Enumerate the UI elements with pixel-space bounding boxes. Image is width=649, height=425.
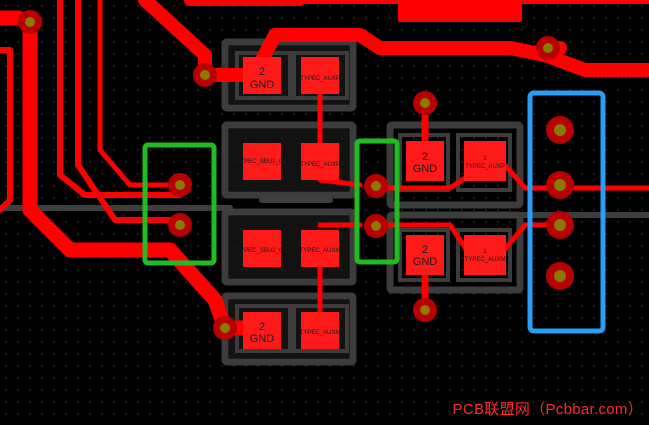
pin-number: 2 bbox=[259, 321, 265, 333]
pad-right-upper-auxp bbox=[464, 141, 506, 181]
pin-number: 2 bbox=[422, 244, 428, 256]
highlight-box-green-left bbox=[142, 142, 217, 266]
net-name: GND bbox=[250, 79, 275, 91]
via bbox=[364, 214, 388, 238]
net-name: TYPEC_AUXP bbox=[300, 76, 340, 82]
smd-pads bbox=[243, 57, 506, 349]
pad-mid-auxp bbox=[301, 143, 339, 180]
via bbox=[168, 213, 192, 237]
net-name: TYPEC_AUXP bbox=[300, 162, 340, 168]
net-name: TYPEC_AUXM bbox=[300, 248, 341, 254]
net-name: TYPEC_AUXM bbox=[300, 330, 341, 336]
pad-mid-sbu2 bbox=[243, 230, 281, 267]
net-name: GND bbox=[413, 256, 438, 268]
net-name: TYPEC_AUXM bbox=[465, 257, 506, 263]
pad-top-gnd bbox=[243, 57, 281, 94]
connector-pin bbox=[546, 262, 574, 290]
via bbox=[18, 10, 42, 34]
pad-right-upper-gnd bbox=[406, 141, 444, 181]
via bbox=[168, 173, 192, 197]
net-name: TYPEC_SBU2_CC bbox=[236, 248, 288, 254]
pad-bot-gnd bbox=[243, 312, 281, 349]
net-name: TYPEC_AUXP bbox=[465, 164, 505, 170]
pad-right-lower-auxm bbox=[464, 235, 506, 275]
pin-number: 1 bbox=[483, 249, 487, 255]
pin-number: 2 bbox=[259, 66, 265, 78]
pad-mid-sbu1 bbox=[243, 143, 281, 180]
connector-pin bbox=[546, 116, 574, 144]
pad-labels: 2 GND TYPEC_AUXP TYPEC_SBU1_CC TYPEC_AUX… bbox=[236, 66, 505, 345]
via bbox=[364, 174, 388, 198]
via bbox=[413, 298, 437, 322]
pad-bot-auxm bbox=[301, 312, 339, 349]
pin-number: 1 bbox=[483, 156, 487, 162]
net-name: TYPEC_SBU1_CC bbox=[236, 159, 288, 165]
highlight-box-blue-connector bbox=[527, 90, 606, 334]
connector-pin bbox=[546, 171, 574, 199]
via bbox=[413, 91, 437, 115]
pad-right-lower-gnd bbox=[406, 235, 444, 275]
vias[interactable] bbox=[18, 10, 574, 340]
via bbox=[213, 316, 237, 340]
via bbox=[193, 63, 217, 87]
net-name: GND bbox=[413, 163, 438, 175]
pad-top-auxp bbox=[301, 57, 339, 94]
pin-number: 2 bbox=[422, 151, 428, 163]
watermark: PCB联盟网（Pcbbar.com） bbox=[452, 401, 643, 418]
highlight-box-green-right bbox=[354, 138, 400, 265]
connector-pin bbox=[546, 211, 574, 239]
net-name: GND bbox=[250, 333, 275, 345]
via bbox=[536, 36, 560, 60]
pad-mid-auxm bbox=[301, 230, 339, 267]
